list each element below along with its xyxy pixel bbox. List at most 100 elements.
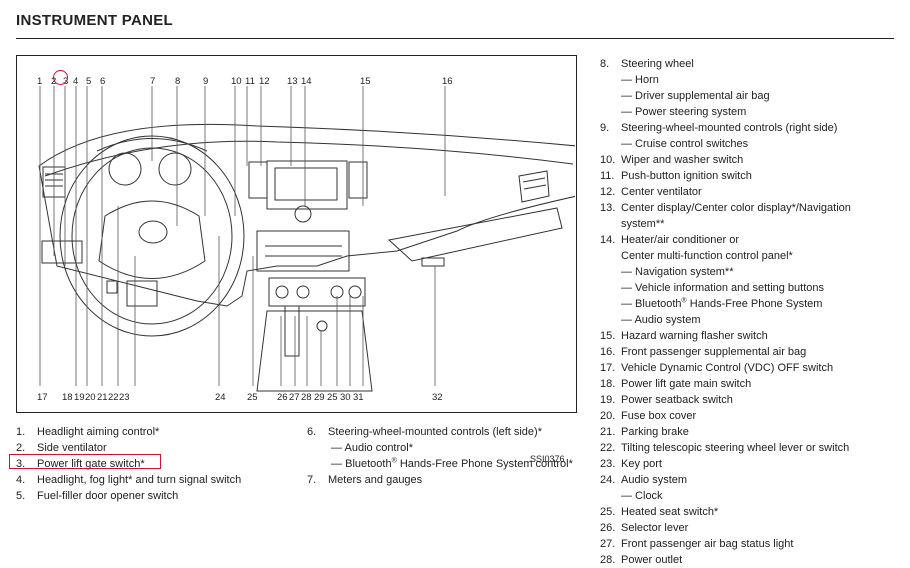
callout-top-14: 15 [360, 76, 371, 87]
callout-top-11: 12 [259, 76, 270, 87]
callout-top-6: 7 [150, 76, 155, 87]
callout-bottom-14: 30 [340, 392, 351, 403]
center-display [274, 167, 338, 201]
legend-item: 20.Fuse box cover [600, 410, 697, 422]
legend-subitem: — Bluetooth® Hands-Free Phone System [621, 297, 823, 310]
figure-code: SSI0376 [530, 454, 565, 464]
dash-top-edge [44, 140, 574, 177]
callout-bottom-9: 26 [277, 392, 288, 403]
legend-item: 13.Center display/Center color display*/… [600, 202, 851, 214]
callout-top-13: 14 [301, 76, 312, 87]
legend-subitem: — Driver supplemental air bag [621, 90, 770, 102]
callout-top-12: 13 [287, 76, 298, 87]
callout-bottom-11: 28 [301, 392, 312, 403]
legend-item: 8.Steering wheel [600, 58, 694, 70]
callout-top-7: 8 [175, 76, 180, 87]
legend-subitem: — Audio control* [328, 442, 413, 454]
leader-lines [39, 86, 446, 386]
legend-subitem: — Vehicle information and setting button… [621, 282, 825, 294]
legend-item: 2.Side ventilator [16, 442, 107, 454]
callout-bottom-8: 25 [247, 392, 258, 403]
callout-top-3: 4 [73, 76, 78, 87]
legend-item: 23.Key port [600, 458, 662, 470]
callout-bottom-6: 23 [119, 392, 130, 403]
legend-item: 7.Meters and gauges [307, 474, 423, 486]
legend-item: 6.Steering-wheel-mounted controls (left … [307, 426, 542, 438]
callout-top-4: 5 [86, 76, 91, 87]
legend-item: 21.Parking brake [600, 426, 689, 438]
legend-item: 12.Center ventilator [600, 186, 702, 198]
audio-panel [256, 230, 350, 272]
center-vent-right [348, 161, 368, 199]
callout-bottom-15: 31 [353, 392, 364, 403]
callout-bottom-16: 32 [432, 392, 443, 403]
callout-top-0: 1 [37, 76, 42, 87]
callout-top-5: 6 [100, 76, 105, 87]
glovebox-latch [421, 257, 445, 267]
dashboard-outline [38, 123, 575, 307]
callout-bottom-13: 25 [327, 392, 338, 403]
legend-subitem: — Audio system [621, 314, 701, 326]
legend-item: 24.Audio system [600, 474, 688, 486]
selector-lever [284, 305, 300, 357]
climate-panel [268, 277, 366, 307]
callout-3-highlight-circle [53, 70, 68, 85]
legend-item: 5.Fuel-filler door opener switch [16, 490, 179, 502]
steering-wheel-hub [98, 200, 206, 279]
legend-left: 1.Headlight aiming control* 2.Side ventil… [16, 424, 241, 504]
left-switch-cluster [41, 240, 83, 264]
legend-item: 9.Steering-wheel-mounted controls (right… [600, 122, 838, 134]
legend-item: 28.Power outlet [600, 554, 683, 566]
legend-subitem: — Bluetooth® Hands-Free Phone System con… [328, 457, 573, 470]
page-title: INSTRUMENT PANEL [16, 12, 174, 29]
power-outlet [316, 320, 328, 332]
callout-bottom-0: 17 [37, 392, 48, 403]
callout-bottom-10: 27 [289, 392, 300, 403]
legend-item-3-highlight-box [9, 454, 161, 469]
legend-item: 22.Tilting telescopic steering wheel lev… [600, 442, 850, 454]
callout-top-8: 9 [203, 76, 208, 87]
callout-bottom-12: 29 [314, 392, 325, 403]
callout-bottom-4: 21 [97, 392, 108, 403]
glovebox [387, 207, 563, 262]
legend-subitem: — Horn [621, 74, 659, 86]
callout-bottom-3: 20 [85, 392, 96, 403]
legend-subitem: — Power steering system [621, 106, 747, 118]
legend-item: 26.Selector lever [600, 522, 689, 534]
callout-top-15: 16 [442, 76, 453, 87]
legend-item: 1.Headlight aiming control* [16, 426, 160, 438]
legend-item: 18.Power lift gate main switch [600, 378, 752, 390]
callout-top-10: 11 [245, 76, 255, 87]
callout-bottom-7: 24 [215, 392, 226, 403]
legend-item: 4.Headlight, fog light* and turn signal … [16, 474, 242, 486]
legend-subitem: — Cruise control switches [621, 138, 749, 150]
legend-item: 19.Power seatback switch [600, 394, 733, 406]
center-console [256, 310, 373, 392]
right-vent [518, 170, 550, 203]
legend-item: 11.Push-button ignition switch [600, 170, 752, 182]
steering-logo [138, 220, 168, 244]
title-rule [16, 38, 894, 39]
meter-right [158, 152, 192, 186]
callout-top-9: 10 [231, 76, 242, 87]
callout-bottom-1: 18 [62, 392, 73, 403]
legend-item: 16.Front passenger supplemental air bag [600, 346, 807, 358]
callout-bottom-2: 19 [74, 392, 85, 403]
legend-item: 15.Hazard warning flasher switch [600, 330, 768, 342]
legend-item: 17.Vehicle Dynamic Control (VDC) OFF swi… [600, 362, 834, 374]
legend-item: 3.Power lift gate switch* [16, 458, 145, 470]
meter-left [108, 152, 142, 186]
legend-middle: 6.Steering-wheel-mounted controls (left … [307, 424, 573, 488]
control-knob [294, 205, 312, 223]
legend-subitem: — Navigation system** [621, 266, 734, 278]
legend-item: 10.Wiper and washer switch [600, 154, 744, 166]
callout-bottom-5: 22 [108, 392, 119, 403]
legend-item: 14.Heater/air conditioner or [600, 234, 740, 246]
legend-right: 8.Steering wheel — Horn — Driver supplemen… [600, 56, 851, 568]
legend-item: 25.Heated seat switch* [600, 506, 719, 518]
legend-subitem: Center multi-function control panel* [621, 250, 793, 262]
